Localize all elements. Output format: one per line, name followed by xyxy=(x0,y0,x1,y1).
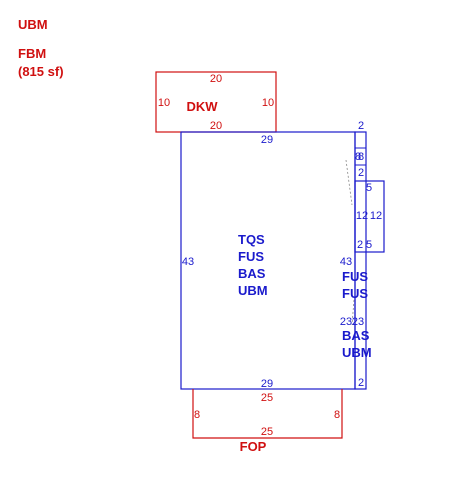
side-box-right-dimension: 12 xyxy=(370,210,382,222)
main-label-bas: BAS xyxy=(238,266,266,281)
dkw-right-dimension: 10 xyxy=(262,97,274,109)
header-line-2: FBM xyxy=(18,46,46,61)
strip-label-bas: BAS xyxy=(342,328,370,343)
fop-label: FOP xyxy=(240,439,267,454)
main-top-dimension: 29 xyxy=(261,134,273,146)
main-label-tqs: TQS xyxy=(238,232,265,247)
side-box-corner-dimension: 2 xyxy=(357,239,363,251)
fop-right-dimension: 8 xyxy=(334,409,340,421)
strip-side-dimension-b: 23 xyxy=(352,316,364,328)
strip-label-fus-1: FUS xyxy=(342,269,368,284)
strip-dimension-2: 2 xyxy=(358,167,364,179)
dkw-top-dimension: 20 xyxy=(210,73,222,85)
side-box-top-dimension: 5 xyxy=(366,182,372,194)
header-line-1: UBM xyxy=(18,17,48,32)
fop-bottom-dimension: 25 xyxy=(261,426,273,438)
main-label-fus: FUS xyxy=(238,249,264,264)
side-box-outline xyxy=(354,180,385,253)
dkw-left-dimension: 10 xyxy=(158,97,170,109)
main-right-dimension: 43 xyxy=(340,256,352,268)
main-left-dimension: 43 xyxy=(182,256,194,268)
main-label-ubm: UBM xyxy=(238,283,268,298)
strip-top-dimension: 2 xyxy=(358,120,364,132)
side-box-left-dimension: 12 xyxy=(356,210,368,222)
dashed-connector-upper xyxy=(345,159,353,206)
strip-side-dimension-a: 23 xyxy=(340,316,352,328)
strip-label-ubm: UBM xyxy=(342,345,372,360)
side-box-bottom-dimension: 5 xyxy=(366,239,372,251)
strip-bottom-dimension: 2 xyxy=(358,377,364,389)
main-bottom-dimension: 29 xyxy=(261,378,273,390)
dkw-label: DKW xyxy=(186,99,218,114)
strip-dimension-8b: 8 xyxy=(358,151,364,163)
strip-outline xyxy=(354,131,367,390)
strip-dimension-8a: 8 xyxy=(355,151,361,163)
fop-top-dimension: 25 xyxy=(261,392,273,404)
dkw-bottom-dimension: 20 xyxy=(210,120,222,132)
main-area-outline xyxy=(180,131,356,390)
dashed-connector-lower xyxy=(351,299,355,326)
fop-left-dimension: 8 xyxy=(194,409,200,421)
fop-outline xyxy=(192,389,343,439)
header-line-3: (815 sf) xyxy=(18,64,64,79)
strip-label-fus-2: FUS xyxy=(342,286,368,301)
